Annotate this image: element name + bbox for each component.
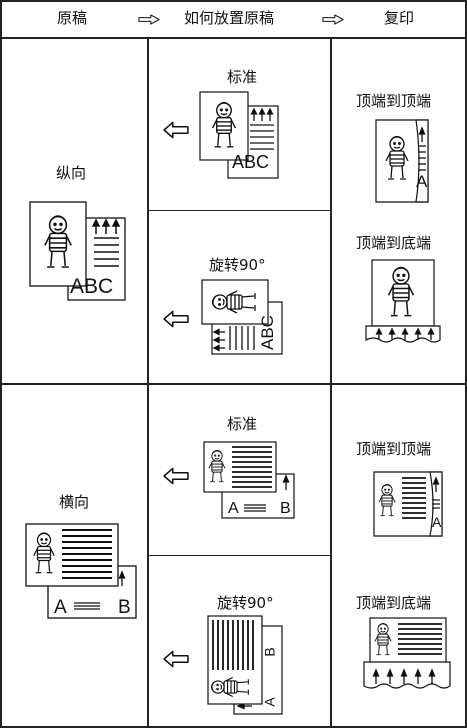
table-border-bottom <box>0 726 467 728</box>
landscape-standard-placement: A B <box>200 440 300 522</box>
sample-abc-text: ABC <box>232 152 270 172</box>
sub-row-divider-2 <box>147 555 331 556</box>
arrow-left-icon <box>163 121 189 139</box>
arrow-left-icon <box>163 467 189 485</box>
landscape-rotated-placement: B A <box>204 614 286 718</box>
sample-abc-text: ABC <box>70 275 114 298</box>
portrait-original-illustration: ABC <box>28 198 128 308</box>
header-original: 原稿 <box>57 9 88 27</box>
result-top-to-bottom-label: 顶端到底端 <box>356 234 432 252</box>
table-border-top <box>0 0 467 2</box>
portrait-copy-top-to-bottom <box>364 258 444 346</box>
header-copy: 复印 <box>384 9 415 27</box>
result-top-to-bottom-label: 顶端到底端 <box>356 594 432 612</box>
sub-row-divider-1 <box>147 210 331 211</box>
portrait-copy-top-to-top: A <box>372 118 436 206</box>
section-divider <box>0 383 467 385</box>
result-top-to-top-label: 顶端到顶端 <box>356 92 432 110</box>
sample-abc-text: ABC <box>258 315 277 350</box>
sample-a-text: A <box>432 514 442 530</box>
placement-standard-label: 标准 <box>227 68 258 86</box>
sample-a-text: A <box>54 597 67 618</box>
landscape-original-illustration: A B <box>24 520 142 624</box>
arrow-left-icon <box>163 650 189 668</box>
sample-a-text: A <box>261 697 278 707</box>
header-divider <box>0 37 467 39</box>
sample-a-text: A <box>228 500 239 517</box>
arrow-right-icon <box>138 14 160 25</box>
portrait-rotated-placement: ABC <box>198 276 288 358</box>
sample-b-text: B <box>261 647 278 657</box>
orientation-landscape-label: 横向 <box>59 493 90 511</box>
column-divider-2 <box>330 37 332 728</box>
sample-a-text: A <box>416 172 428 191</box>
table-border-left <box>0 0 2 728</box>
header-how-to-place: 如何放置原稿 <box>184 9 275 27</box>
column-divider-1 <box>147 37 149 728</box>
landscape-copy-top-to-bottom <box>362 616 452 694</box>
arrow-right-icon <box>322 14 344 25</box>
result-top-to-top-label: 顶端到顶端 <box>356 440 432 458</box>
sample-b-text: B <box>280 500 291 517</box>
orientation-portrait-label: 纵向 <box>56 164 87 182</box>
portrait-standard-placement: ABC <box>198 90 282 182</box>
placement-rotated-label: 旋转90° <box>217 594 274 612</box>
sample-b-text: B <box>118 597 131 618</box>
placement-rotated-label: 旋转90° <box>209 256 266 274</box>
arrow-left-icon <box>163 310 189 328</box>
table-border-right <box>465 0 467 728</box>
placement-standard-label: 标准 <box>227 415 258 433</box>
landscape-copy-top-to-top: A <box>372 470 446 540</box>
